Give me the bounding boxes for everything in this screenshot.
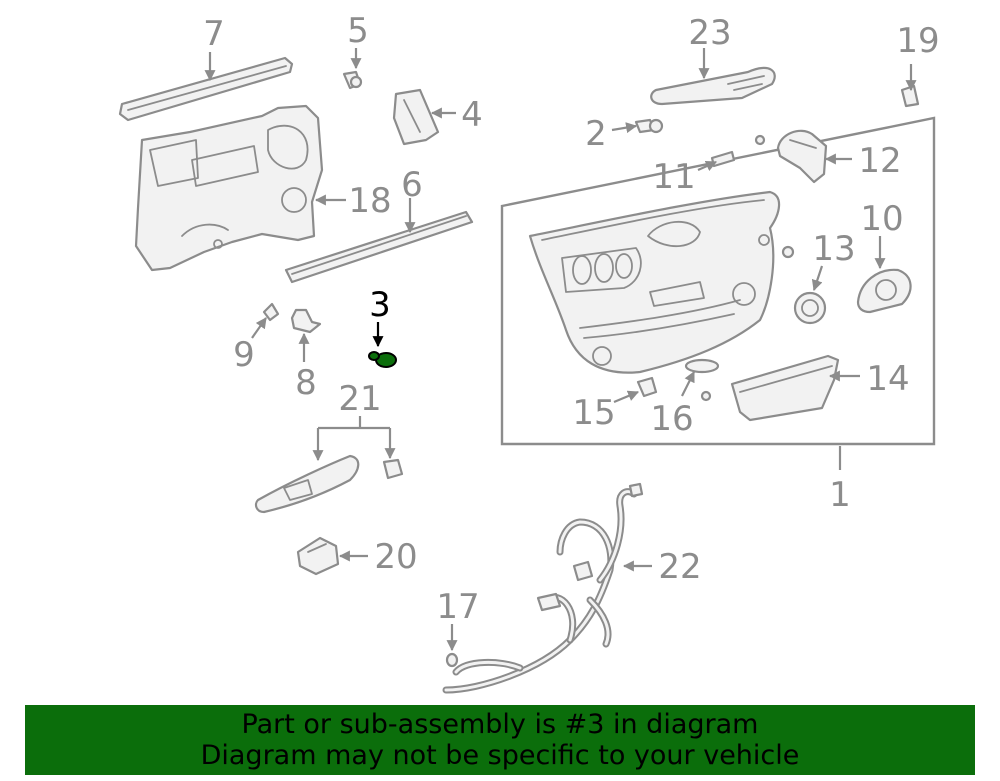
callout-15: 15 (572, 393, 615, 433)
callout-16: 16 (650, 399, 693, 439)
banner-line-1: Part or sub-assembly is #3 in diagram (241, 709, 759, 740)
part-14-armrest-pocket (730, 354, 840, 422)
callout-23: 23 (688, 13, 731, 53)
part-3-fastener (368, 351, 397, 368)
callout-13: 13 (812, 229, 855, 269)
part-9-clip (262, 302, 280, 322)
part-8-clip (290, 308, 322, 334)
callout-4: 4 (461, 95, 483, 135)
banner-line-2: Diagram may not be specific to your vehi… (200, 740, 800, 771)
part-16-oval-bezel (684, 358, 720, 374)
callout-10: 10 (860, 199, 903, 239)
parts-diagram: 7 5 4 2 23 19 11 12 10 13 14 15 16 1 18 … (118, 11, 940, 694)
callout-11: 11 (652, 157, 695, 197)
part-5-screw (342, 70, 363, 90)
callout-22: 22 (658, 547, 701, 587)
callout-14: 14 (866, 359, 909, 399)
callout-17: 17 (436, 587, 479, 627)
callout-2: 2 (585, 114, 607, 154)
part-17-grommet (445, 652, 459, 668)
callout-3: 3 (369, 285, 391, 325)
part-small-clip (754, 134, 766, 146)
callout-18: 18 (348, 181, 391, 221)
callout-6: 6 (401, 165, 423, 205)
part-7-garnish-strip (118, 56, 294, 122)
part-11-trim-piece (710, 150, 736, 168)
callout-21: 21 (338, 379, 381, 419)
part-1-door-trim-panel (528, 190, 781, 374)
part-13-speaker-grille (793, 291, 827, 325)
part-4-bracket (392, 88, 440, 146)
part-22-wiring-harness (442, 482, 644, 694)
callout-1: 1 (829, 475, 851, 515)
part-10-handle-bezel (856, 268, 912, 314)
info-banner: Part or sub-assembly is #3 in diagram Di… (25, 705, 975, 775)
part-21-switch-panel (254, 454, 404, 514)
callout-5: 5 (347, 11, 369, 51)
part-2-screw (634, 118, 664, 134)
callout-12: 12 (858, 141, 901, 181)
leader-lines (204, 48, 917, 652)
part-small-screw (700, 390, 712, 402)
part-23-pull-handle (650, 66, 776, 106)
callout-20: 20 (374, 537, 417, 577)
part-18-inner-panel (134, 104, 324, 272)
part-12-bezel (776, 129, 828, 184)
callout-9: 9 (233, 335, 255, 375)
part-20-switch (296, 536, 340, 576)
callout-7: 7 (203, 14, 225, 54)
callout-numbers: 7 5 4 2 23 19 11 12 10 13 14 15 16 1 18 … (203, 11, 939, 627)
callout-8: 8 (295, 363, 317, 403)
part-15-clip (636, 376, 658, 398)
part-small-clip-2 (781, 245, 795, 259)
callout-19: 19 (896, 21, 939, 61)
